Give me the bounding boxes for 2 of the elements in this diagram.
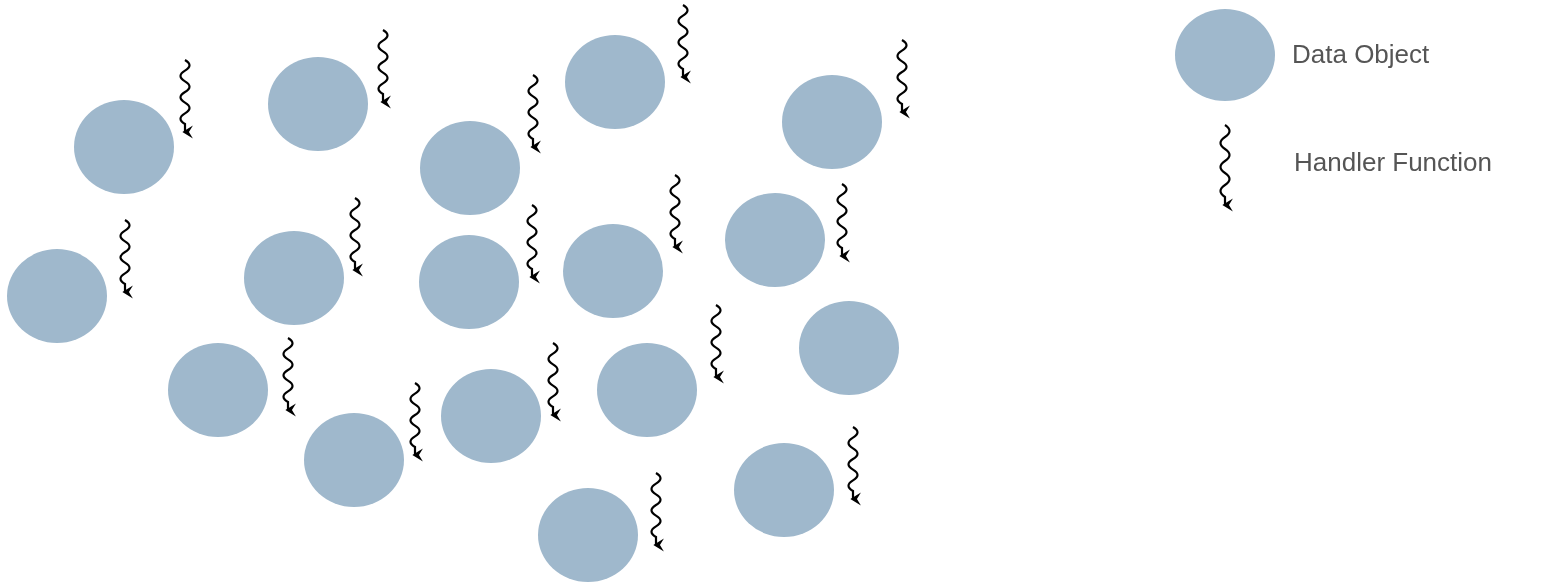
legend-label: Data Object — [1292, 39, 1430, 70]
legend-label: Handler Function — [1294, 147, 1492, 178]
